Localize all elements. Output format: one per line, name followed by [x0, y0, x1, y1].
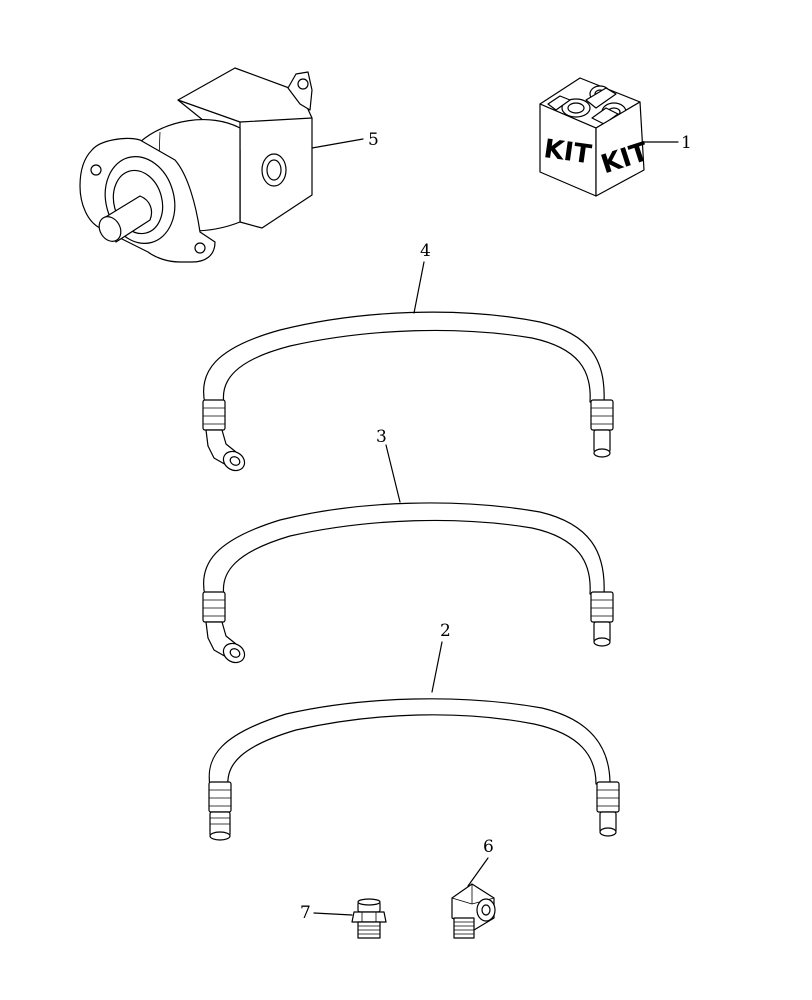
callout-2: 2 [440, 621, 451, 641]
hydraulic-motor-part[interactable] [79, 67, 364, 263]
callout-5: 5 [368, 130, 379, 150]
callout-4: 4 [420, 241, 431, 261]
hose-assembly-2[interactable] [208, 641, 620, 841]
elbow-adapter-part[interactable] [451, 857, 496, 939]
callout-3: 3 [376, 427, 387, 447]
callout-7: 7 [300, 903, 311, 923]
straight-adapter-part[interactable] [313, 898, 387, 939]
hose-assembly-3[interactable] [202, 444, 614, 666]
kit-box-part[interactable]: KIT KIT [539, 77, 679, 197]
callout-6: 6 [483, 837, 494, 857]
kit-label-left: KIT [542, 134, 594, 170]
hose-assembly-4[interactable] [202, 261, 614, 474]
callout-1: 1 [681, 133, 692, 153]
